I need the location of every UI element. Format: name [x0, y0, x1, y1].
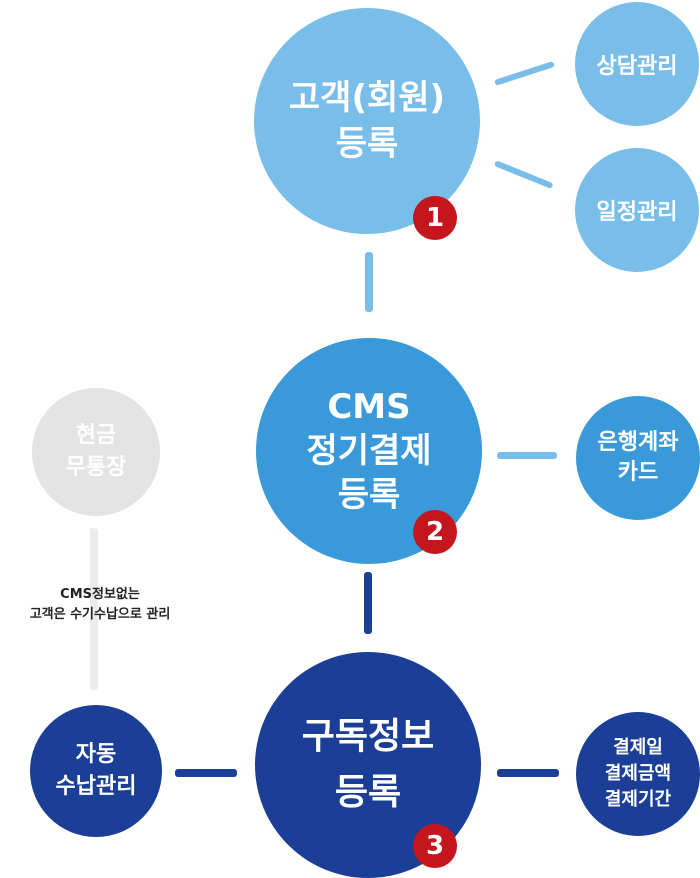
subscription-line1: 구독정보 [301, 716, 435, 757]
consultation-label: 상담관리 [596, 54, 678, 79]
customer-registration-line1: 고객(회원) [288, 78, 446, 118]
bank-card-line2: 카드 [617, 460, 659, 485]
manual-collection-note: CMS정보없는 고객은 수기수납으로 관리 [0, 585, 200, 625]
note-line2: 고객은 수기수납으로 관리 [29, 607, 171, 622]
cash-transfer-line2: 무통장 [65, 455, 127, 480]
auto-collection-line2: 수납관리 [55, 774, 137, 799]
cms-payment-line3: 등록 [337, 475, 401, 515]
connector-cms-subscription [364, 572, 372, 634]
bank-card-node: 은행계좌 카드 [576, 396, 700, 520]
payment-info-node: 결제일 결제금액 결제기간 [576, 712, 700, 836]
connector-customer-consultation [494, 60, 555, 86]
auto-collection-node: 자동 수납관리 [30, 705, 162, 837]
step-badge-3: 3 [413, 824, 457, 868]
connector-auto-subscription [175, 769, 237, 777]
bank-card-line1: 은행계좌 [597, 430, 679, 455]
step-badge-1: 1 [413, 196, 457, 240]
cash-transfer-line1: 현금 [75, 423, 117, 448]
connector-subscription-paymentinfo [497, 769, 559, 777]
payment-info-line3: 결제기간 [604, 789, 672, 810]
cms-payment-line1: CMS [327, 387, 411, 427]
payment-info-line1: 결제일 [613, 737, 663, 758]
connector-customer-cms [365, 252, 373, 312]
connector-cash-auto [90, 528, 98, 690]
note-line1: CMS정보없는 [60, 587, 140, 602]
customer-registration-line2: 등록 [335, 124, 399, 164]
connector-cms-bankcard [497, 452, 557, 459]
payment-info-line2: 결제금액 [604, 763, 672, 784]
schedule-label: 일정관리 [596, 200, 678, 225]
subscription-line2: 등록 [334, 772, 402, 813]
step-badge-2: 2 [413, 510, 457, 554]
cash-transfer-node: 현금 무통장 [32, 388, 160, 516]
connector-customer-schedule [493, 160, 554, 190]
schedule-node: 일정관리 [575, 148, 699, 272]
auto-collection-line1: 자동 [75, 742, 117, 767]
cms-payment-line2: 정기결제 [306, 431, 432, 471]
consultation-node: 상담관리 [575, 2, 699, 126]
